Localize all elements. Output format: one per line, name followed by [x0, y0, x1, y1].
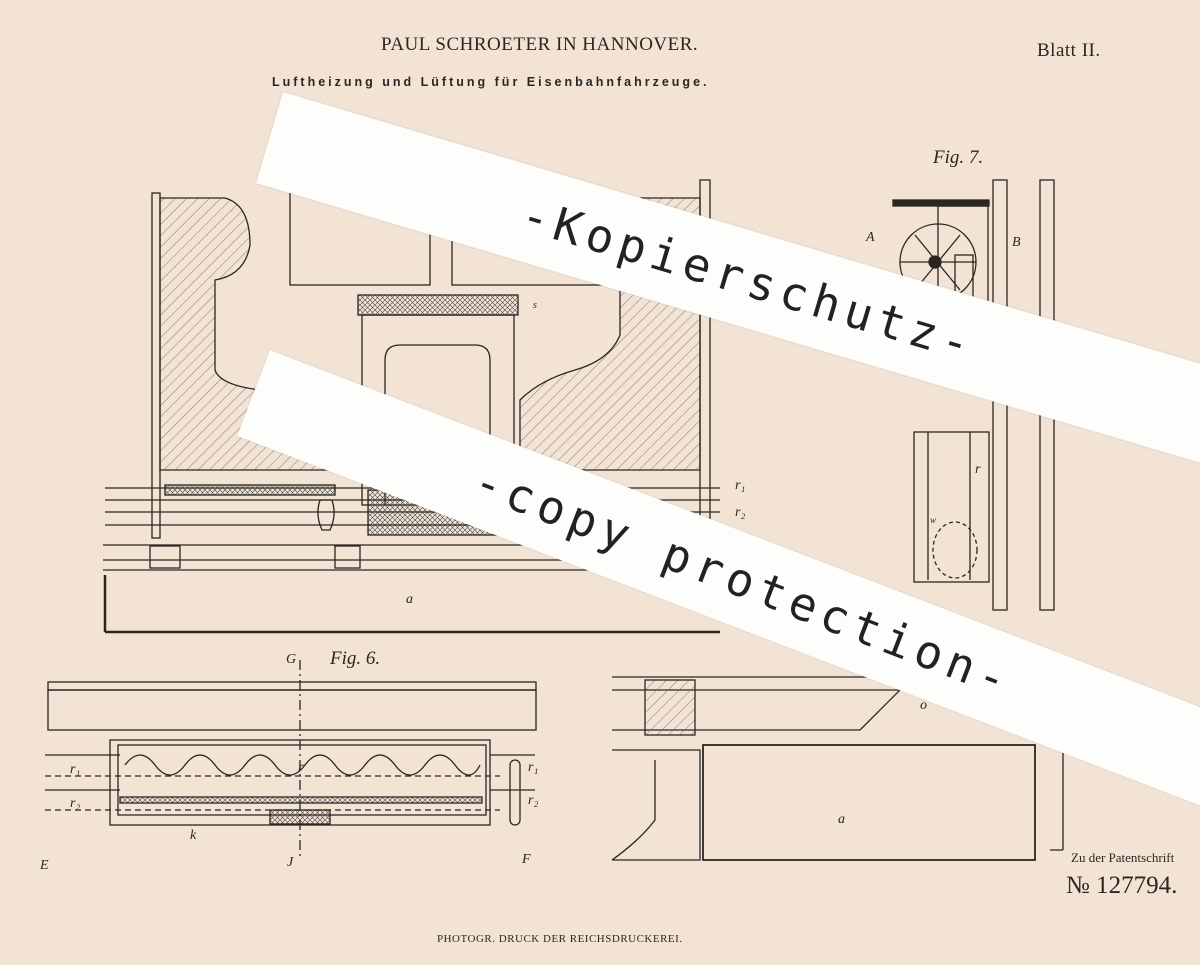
label-G: G	[286, 652, 297, 667]
figure-6-plan	[45, 660, 537, 860]
label-E: E	[40, 858, 49, 873]
label-r2-fig6: r₂	[70, 796, 81, 811]
label-A: A	[866, 230, 875, 245]
label-r2-fig6-right: r₂	[528, 793, 539, 808]
printer-credit: PHOTOGR. DRUCK DER REICHSDRUCKEREI.	[437, 933, 683, 945]
label-w: w	[930, 515, 937, 525]
inventor-heading: PAUL SCHROETER IN HANNOVER.	[381, 34, 699, 55]
patent-reference-label: Zu der Patentschrift	[1071, 850, 1175, 865]
label-r1-fig6: r₁	[70, 762, 81, 777]
fig7-caption: Fig. 7.	[933, 147, 984, 168]
patent-number: № 127794.	[1066, 872, 1178, 899]
label-a-lower: a	[838, 812, 845, 827]
label-F: F	[522, 852, 531, 867]
label-o: o	[920, 698, 927, 713]
label-B: B	[1012, 235, 1021, 250]
label-r-fig6: r	[298, 760, 304, 775]
label-r: r	[975, 462, 981, 477]
label-a-main: a	[406, 592, 413, 607]
label-k: k	[190, 828, 197, 843]
patent-title: Luftheizung und Lüftung für Eisenbahnfah…	[272, 75, 710, 89]
label-r1-main: r₁	[735, 478, 746, 493]
sheet-number: Blatt II.	[1037, 40, 1101, 61]
label-r1-fig6-right: r₁	[528, 760, 539, 775]
label-s: s	[533, 300, 537, 311]
label-r2-main: r₂	[735, 505, 746, 520]
label-J: J	[287, 855, 294, 870]
fig6-caption: Fig. 6.	[330, 648, 381, 669]
